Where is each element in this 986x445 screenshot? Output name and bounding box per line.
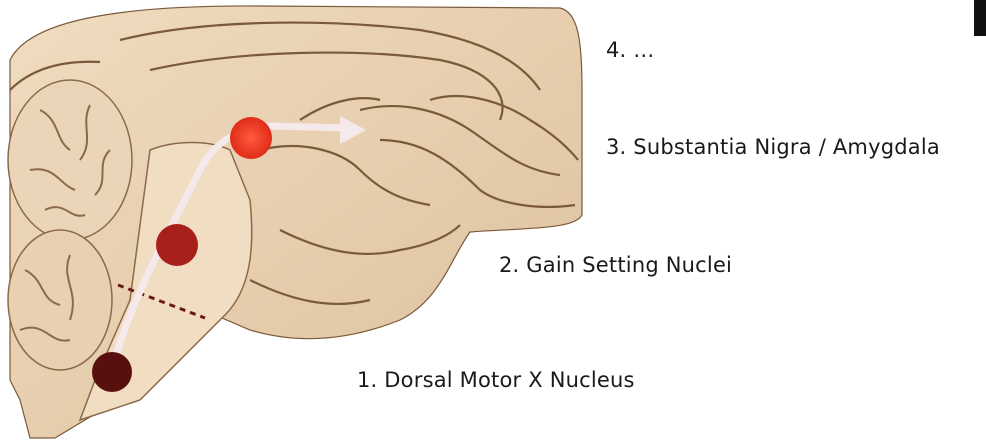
stage-3-label: 3. Substantia Nigra / Amygdala [606,135,940,159]
stage-2-marker [156,224,198,266]
stage-4-label: 4. … [606,38,655,62]
stage-3-marker [230,117,272,159]
stage-2-label: 2. Gain Setting Nuclei [499,253,732,277]
stage-1-marker [92,352,132,392]
corner-mark [974,0,986,36]
stage-1-label: 1. Dorsal Motor X Nucleus [357,368,635,392]
